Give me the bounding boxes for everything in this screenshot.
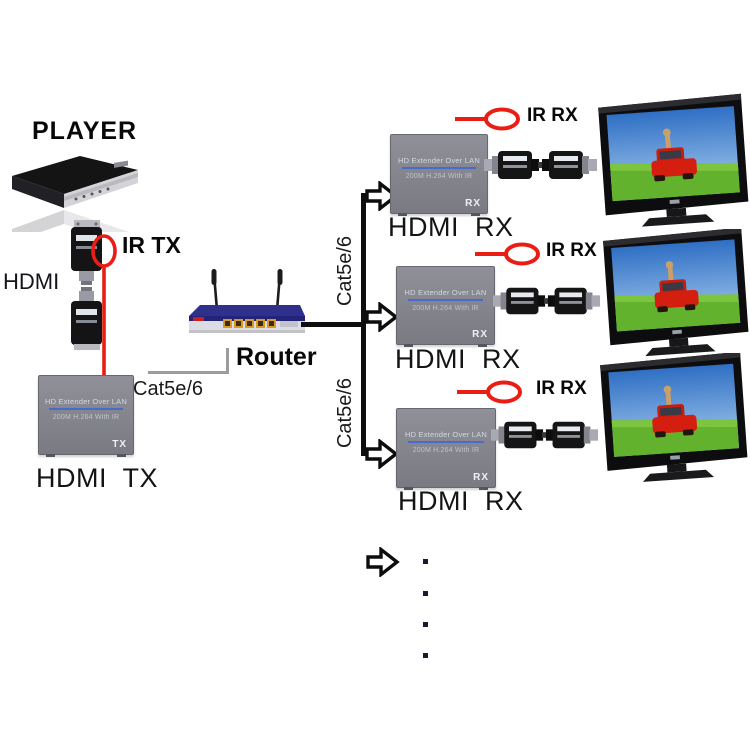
cat5-label-bus-lower: Cat5e/6 — [334, 377, 356, 449]
ir-rx-emitter-icon — [453, 107, 520, 131]
rx-badge: RX — [472, 329, 488, 340]
rx-extender-box: HD Extender Over LAN 200M H.264 With IR … — [390, 134, 488, 216]
hdmi-coupler-icon — [484, 151, 597, 179]
ir-tx-emitter-icon — [91, 234, 117, 378]
ir-rx-emitter-icon — [455, 380, 522, 404]
tx-badge: TX — [112, 439, 127, 450]
tv-image — [597, 93, 750, 230]
ir-rx-emitter-icon — [473, 242, 540, 266]
rx-box-line2: 200M H.264 With IR — [412, 305, 479, 312]
tv-image — [602, 229, 750, 359]
rx-box-line2: 200M H.264 With IR — [412, 447, 480, 454]
hdmi-rx-caption: HDMI RX — [395, 344, 521, 374]
box-foot — [479, 487, 488, 490]
cat5-label-bus-upper: Cat5e/6 — [334, 235, 356, 307]
rx-box-line1: HD Extender Over LAN — [398, 156, 480, 165]
rx-box-line1: HD Extender Over LAN — [404, 288, 487, 297]
rx-box-stripe — [407, 299, 484, 301]
hdmi-coupler-icon — [490, 421, 599, 449]
box-foot — [46, 454, 55, 457]
branch-arrow-icon — [365, 302, 398, 332]
rx-badge: RX — [465, 198, 481, 209]
box-foot — [471, 213, 480, 216]
continuation-arrow-icon — [366, 547, 399, 577]
cat5-bus-line — [361, 193, 366, 456]
rx-box-stripe — [407, 441, 485, 443]
ir-rx-label: IR RX — [536, 378, 587, 399]
ir-rx-label: IR RX — [546, 240, 597, 261]
hdmi-cable-label: HDMI — [3, 269, 60, 294]
tx-box-stripe — [49, 408, 123, 410]
router-to-bus-cable — [301, 322, 363, 327]
hdmi-coupler-icon — [492, 287, 601, 315]
box-foot — [117, 454, 126, 457]
router-label: Router — [236, 343, 317, 371]
ellipsis-dot — [423, 622, 428, 627]
ir-rx-label: IR RX — [527, 105, 578, 126]
tx-router-cable — [148, 371, 229, 374]
rx-box-line1: HD Extender Over LAN — [405, 430, 487, 439]
box-foot — [404, 487, 413, 490]
rx-box-line2: 200M H.264 With IR — [405, 173, 473, 180]
ir-tx-label: IR TX — [122, 232, 181, 258]
media-player-image — [12, 156, 138, 232]
router-image — [189, 269, 305, 333]
tx-router-cable — [226, 348, 229, 374]
branch-arrow-icon — [365, 439, 398, 469]
tx-extender-box: HD Extender Over LAN 200M H.264 With IR … — [38, 375, 134, 457]
hdmi-rx-caption: HDMI RX — [398, 486, 524, 516]
box-foot — [404, 344, 413, 347]
ellipsis-dot — [423, 591, 428, 596]
rx-box-stripe — [401, 167, 477, 169]
rx-extender-box: HD Extender Over LAN 200M H.264 With IR … — [396, 408, 496, 490]
hdmi-tx-caption: HDMI TX — [36, 463, 159, 493]
box-foot — [478, 344, 487, 347]
rx-badge: RX — [473, 472, 489, 483]
hdmi-rx-caption: HDMI RX — [388, 212, 514, 242]
tv-image — [599, 353, 749, 485]
rx-extender-box: HD Extender Over LAN 200M H.264 With IR … — [396, 266, 495, 347]
box-foot — [398, 213, 407, 216]
tx-box-line1: HD Extender Over LAN — [45, 397, 127, 406]
cat5-label-tx: Cat5e/6 — [133, 378, 204, 400]
ellipsis-dot — [423, 653, 428, 658]
ellipsis-dot — [423, 559, 428, 564]
player-label: PLAYER — [32, 117, 138, 145]
tx-box-line2: 200M H.264 With IR — [52, 414, 120, 421]
